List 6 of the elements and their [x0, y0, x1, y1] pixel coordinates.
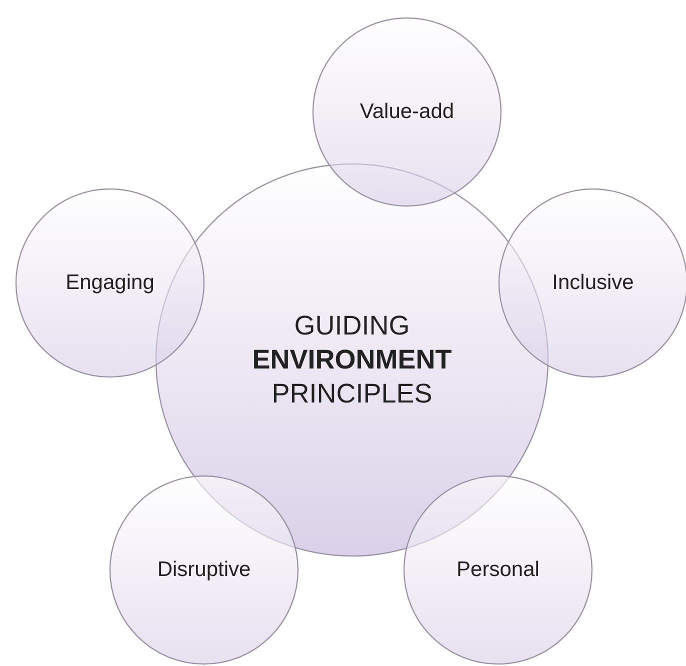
circle-label: GUIDING ENVIRONMENT PRINCIPLES [251, 309, 453, 410]
circle-label: Disruptive [156, 556, 252, 583]
circle-label: Inclusive [551, 270, 635, 296]
circle-label: Personal [456, 556, 540, 583]
circle-label: Engaging [64, 270, 156, 296]
circle-label: Value-add [358, 98, 456, 125]
